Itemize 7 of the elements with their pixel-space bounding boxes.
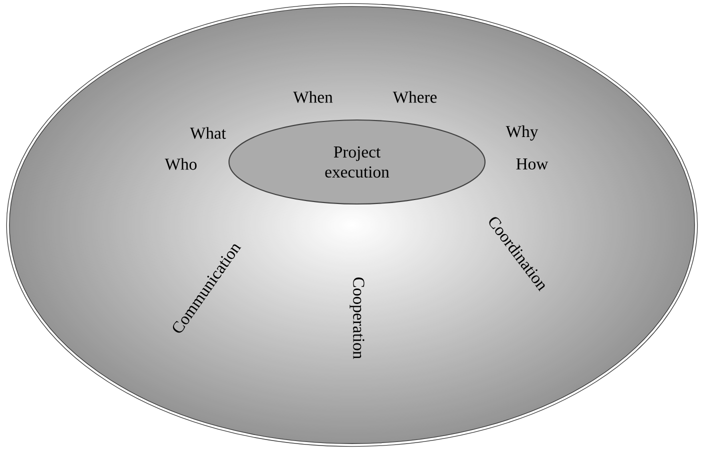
outer-ellipse xyxy=(6,3,698,447)
label: Who xyxy=(164,158,197,170)
label: Cooperation xyxy=(350,278,364,359)
label: Where xyxy=(392,91,437,103)
label: Why xyxy=(506,125,538,141)
label: How xyxy=(516,158,548,170)
label: When xyxy=(293,91,333,103)
